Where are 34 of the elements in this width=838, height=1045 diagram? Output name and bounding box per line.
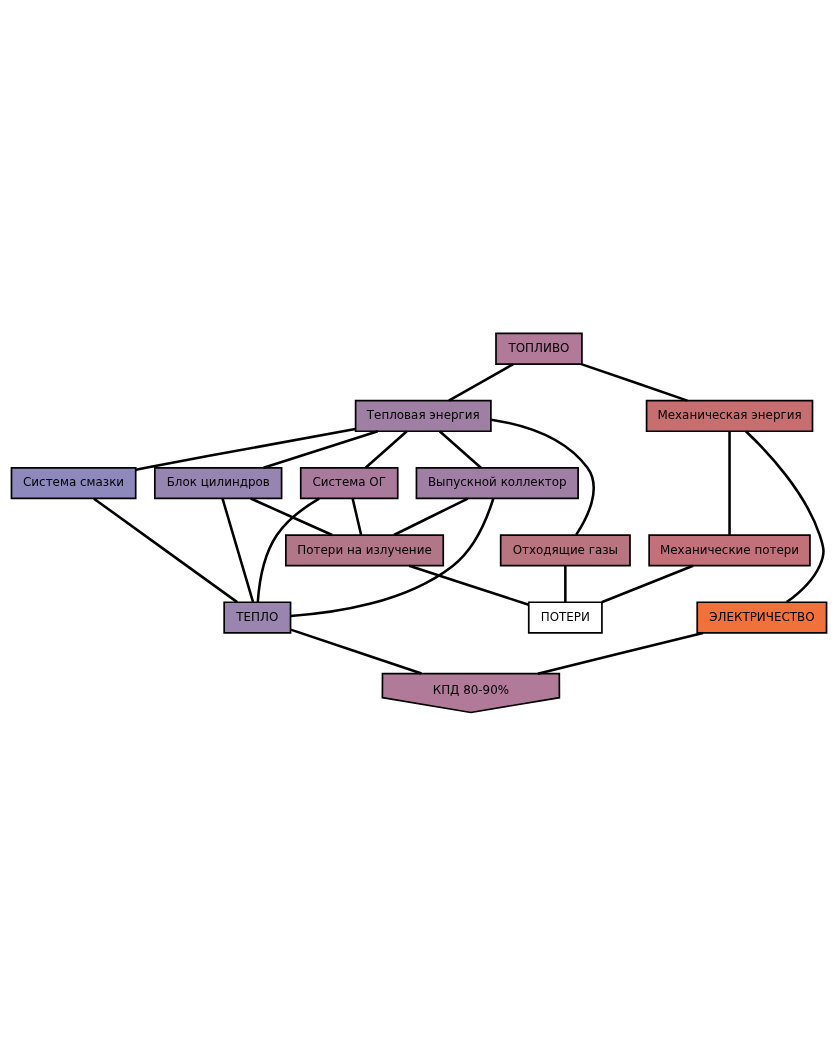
connector [744,429,825,603]
connector [448,362,514,402]
node-box: Потери на излучение [285,533,445,566]
connector [290,497,495,617]
connector [393,496,469,536]
connector [537,631,704,675]
connector [263,429,379,469]
connector [728,431,731,535]
connector [256,496,320,602]
node-box: ТЕПЛО [223,600,292,634]
connector [135,427,356,471]
connector [580,362,688,402]
connector [601,564,694,603]
node-box: ЭЛЕКТРИЧЕСТВО [696,600,828,634]
connector [221,497,255,602]
node-box: Система смазки [10,466,137,499]
connector [491,417,595,536]
node-box: Блок цилиндров [154,466,283,499]
node-box: Механическая энергия [645,399,814,432]
node-box: ТОПЛИВО [495,332,583,365]
connector [351,497,363,535]
node-box: Механические потери [648,533,811,566]
connector [93,497,238,603]
node-box: Система ОГ [299,466,399,499]
node-box: Тепловая энергия [354,399,492,432]
connector [290,627,422,675]
node-box: ПОТЕРИ [527,600,603,634]
connector [250,496,333,536]
node-box: Выпускной коллектор [415,466,579,499]
connector [364,429,408,469]
connector [438,429,482,469]
connector [564,565,567,602]
connector [408,564,530,606]
node-box: Отходящие газы [499,533,631,566]
